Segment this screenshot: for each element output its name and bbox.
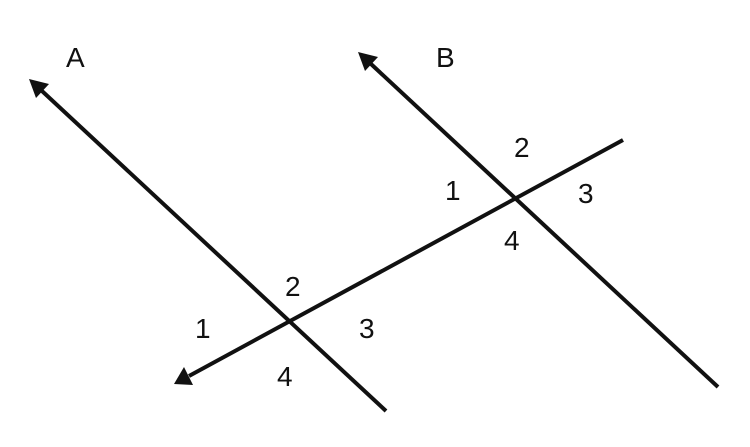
angle-a3-label: 3	[359, 313, 375, 344]
angle-b4-label: 4	[504, 225, 520, 256]
line-b-arrowhead	[358, 52, 378, 71]
angle-a4-label: 4	[277, 361, 293, 392]
transversal-segment	[188, 138, 624, 378]
angle-b1-label: 1	[445, 175, 461, 206]
line-a-label: A	[66, 42, 85, 73]
line-a-segment	[40, 89, 388, 413]
angle-b3-label: 3	[578, 178, 594, 209]
line-a-arrowhead	[29, 79, 49, 98]
line-b	[358, 52, 720, 389]
line-b-label: B	[436, 42, 455, 73]
line-a	[29, 79, 388, 413]
transversal-arrowhead	[174, 367, 193, 385]
line-b-segment	[369, 62, 720, 389]
angle-b2-label: 2	[514, 132, 530, 163]
angle-a2-label: 2	[285, 271, 301, 302]
transversal-line	[174, 138, 624, 385]
angle-a1-label: 1	[195, 313, 211, 344]
